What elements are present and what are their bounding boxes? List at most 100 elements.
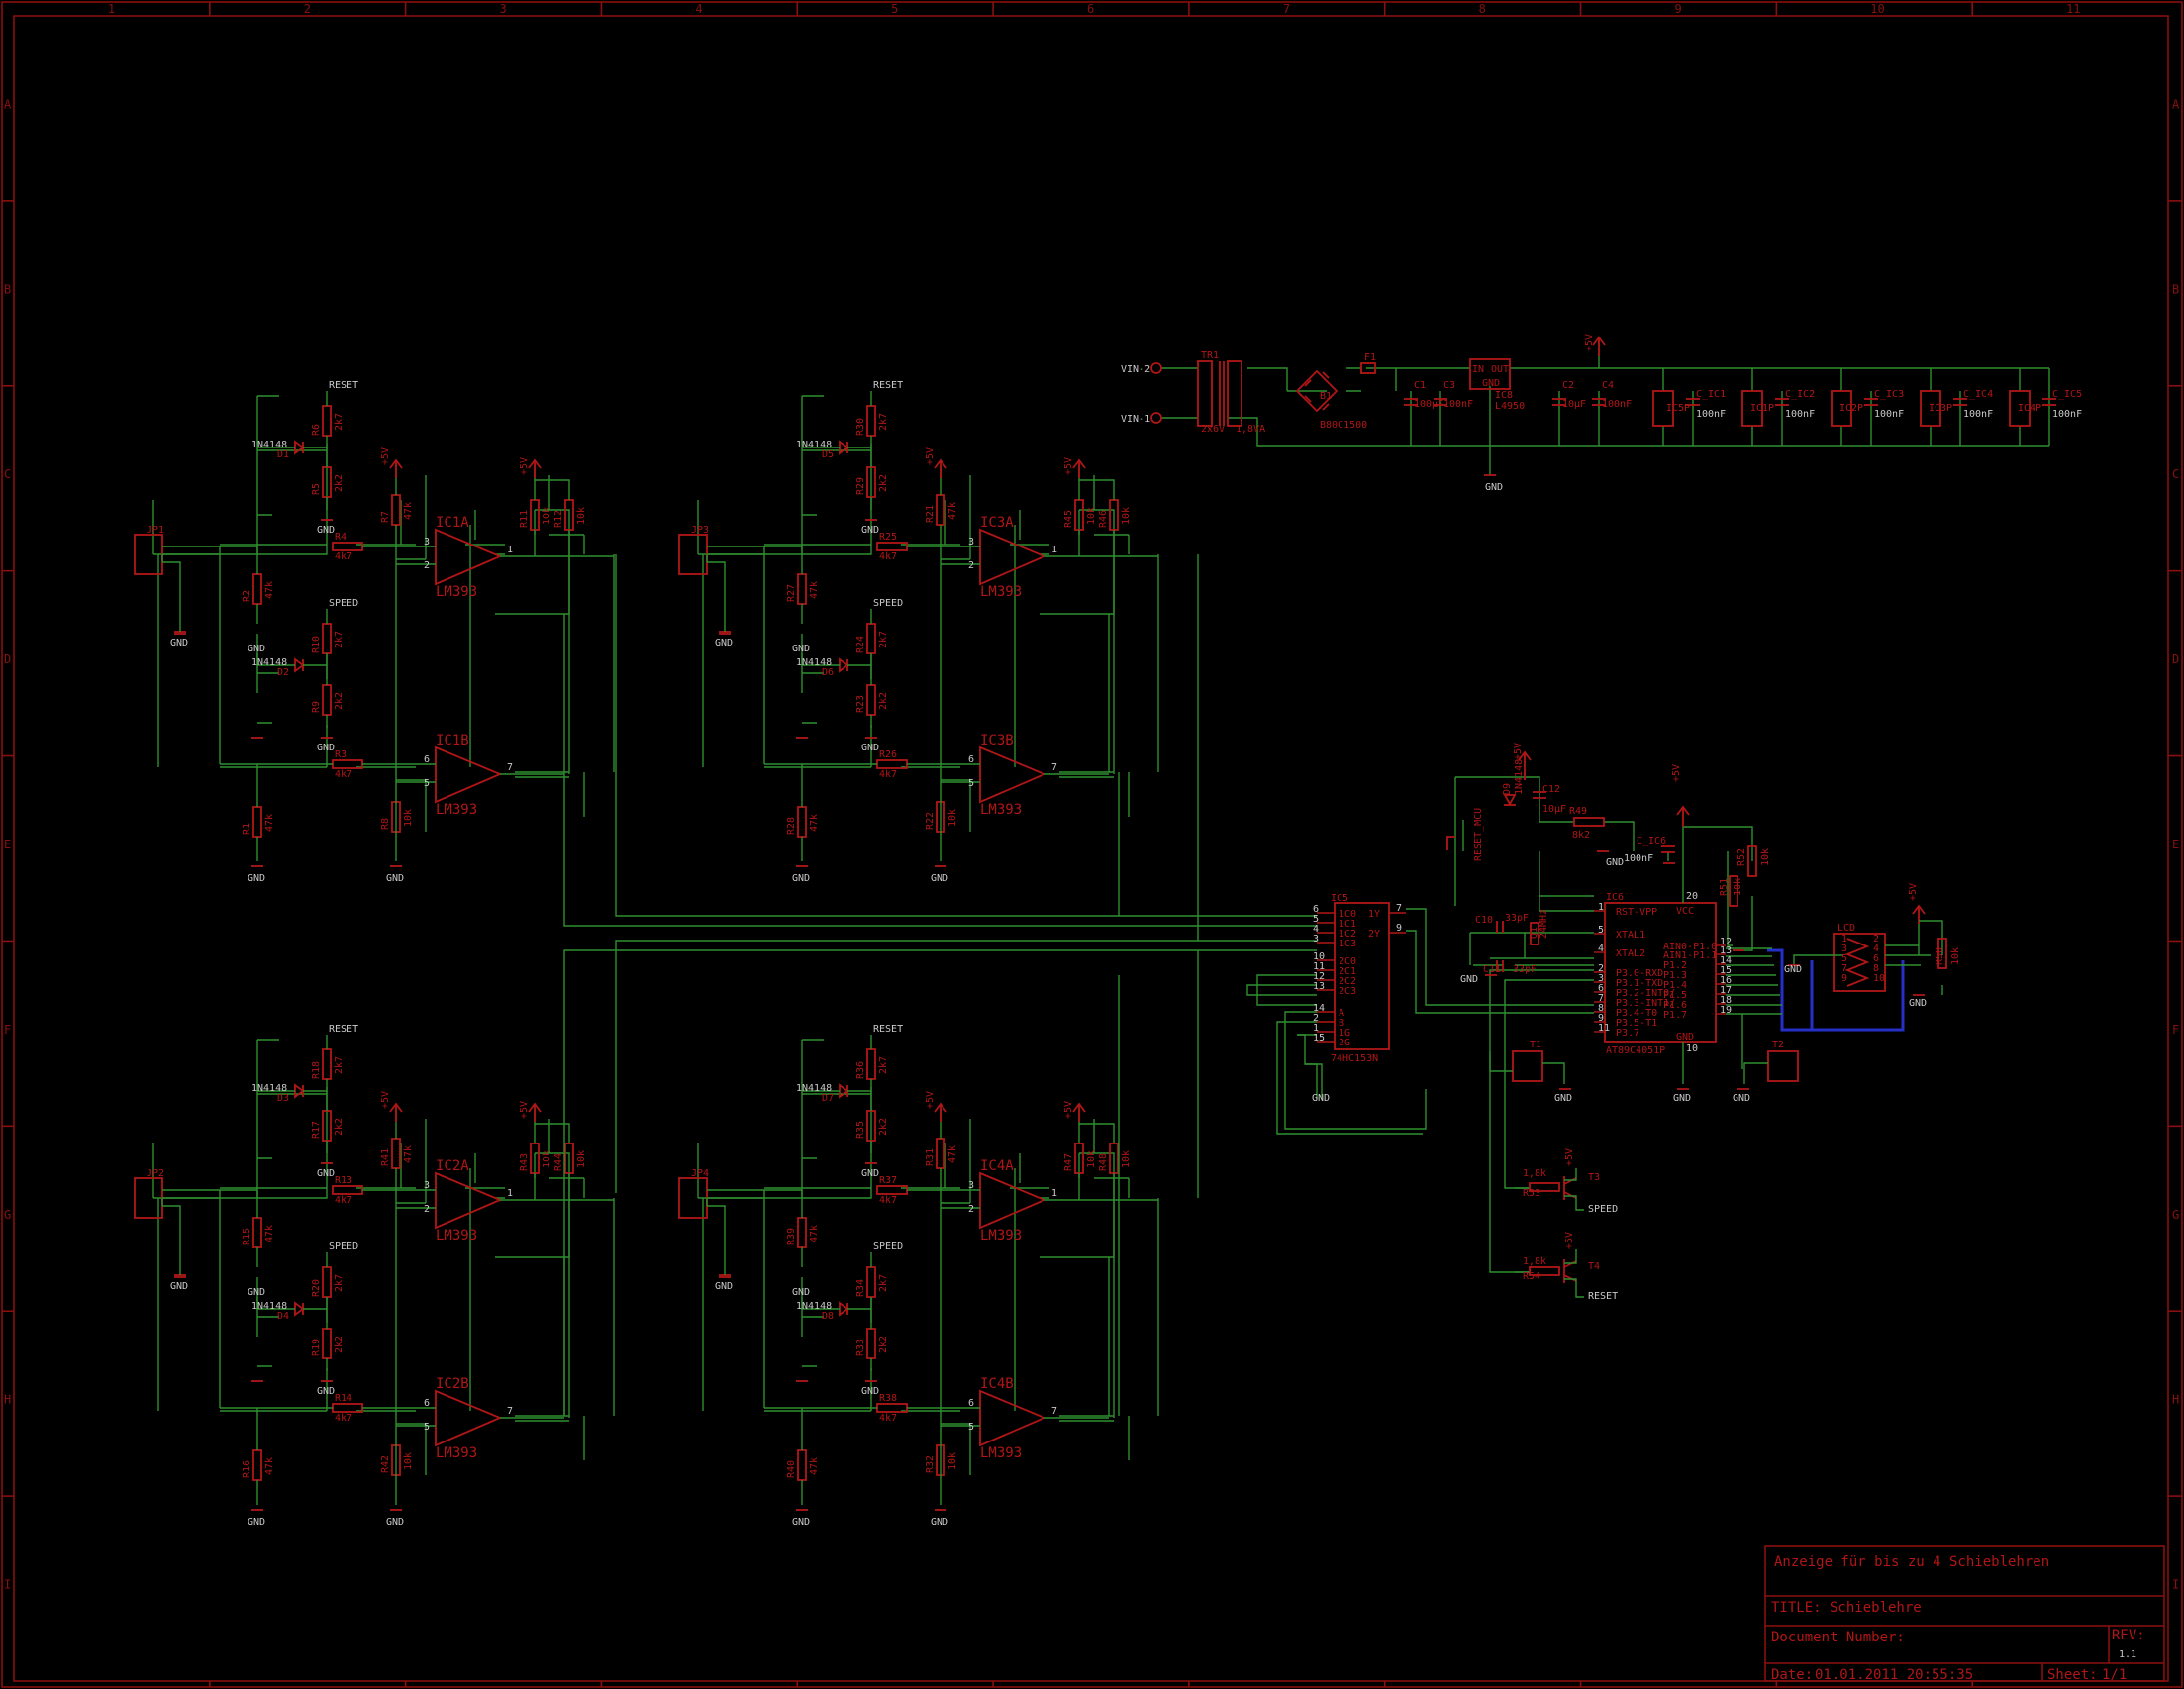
r54-label: R54 bbox=[1523, 1271, 1540, 1282]
comparator-b-value: LM393 bbox=[980, 1445, 1022, 1461]
row-marker: G bbox=[2172, 1208, 2179, 1222]
diode-speed-label: D2 bbox=[277, 667, 289, 678]
r-pu-a-value: 10k bbox=[542, 507, 552, 525]
column-marker: 3 bbox=[500, 2, 507, 16]
date-label: Date: bbox=[1771, 1667, 1813, 1683]
r-reset-bot: R35 bbox=[855, 1121, 866, 1139]
r-div-b: R16 bbox=[242, 1460, 252, 1478]
t3-label: T3 bbox=[1588, 1172, 1600, 1183]
comparator-b-label: IC2B bbox=[436, 1376, 469, 1392]
mcu-right-pin: AIN1-P1.1 bbox=[1663, 950, 1717, 961]
mux-output-number: 9 bbox=[1396, 923, 1402, 934]
r-reset-top-value: 2k7 bbox=[878, 1056, 889, 1074]
mux-pin-name: B bbox=[1339, 1018, 1344, 1029]
diode-speed-label: D6 bbox=[822, 667, 834, 678]
ic8-label: IC8 bbox=[1495, 390, 1513, 401]
r-pu-a: R11 bbox=[519, 510, 530, 528]
row-marker: H bbox=[4, 1393, 11, 1407]
t4-plus5: +5V bbox=[1564, 1232, 1575, 1249]
mux-output-number: 7 bbox=[1396, 903, 1402, 914]
plus5-ref: +5V bbox=[380, 447, 391, 465]
mcu-right-pin: P1.7 bbox=[1663, 1010, 1687, 1021]
r-ref: R21 bbox=[925, 505, 936, 523]
pin-3: 3 bbox=[424, 1180, 430, 1191]
b1-label: B1 bbox=[1320, 391, 1332, 402]
r-div-a-value: 47k bbox=[264, 581, 275, 599]
mux-pin-number: 2 bbox=[1313, 1013, 1319, 1024]
mux-pin-name: 1C2 bbox=[1339, 929, 1356, 940]
r-div-b-value: 47k bbox=[264, 814, 275, 832]
column-marker: 7 bbox=[1283, 2, 1290, 16]
mcu-right-pin: P1.3 bbox=[1663, 970, 1687, 981]
r-pu-a-value: 10k bbox=[542, 1150, 552, 1168]
mux-pin-number: 5 bbox=[1313, 914, 1319, 925]
title-value: Schieblehre bbox=[1830, 1600, 1922, 1616]
r-div-b-value: 47k bbox=[809, 814, 820, 832]
column-marker: 2 bbox=[304, 2, 311, 16]
gnd-reset: GND bbox=[861, 525, 879, 536]
row-marker: B bbox=[2172, 282, 2179, 296]
r49-value: 8k2 bbox=[1572, 830, 1590, 841]
row-marker: I bbox=[4, 1578, 11, 1592]
comparator-a-value: LM393 bbox=[980, 584, 1022, 600]
comparator-b-value: LM393 bbox=[980, 802, 1022, 818]
column-marker: 6 bbox=[1087, 2, 1094, 16]
pin-6: 6 bbox=[424, 754, 430, 765]
mcu-left-pin: P3.0-RXD bbox=[1616, 968, 1663, 979]
row-marker: A bbox=[4, 97, 12, 111]
c-ic5-label: C_IC5 bbox=[2052, 389, 2082, 400]
mcu-right-pin: P1.6 bbox=[1663, 1000, 1687, 1011]
r-reset-bot-value: 2k2 bbox=[878, 474, 889, 492]
rev-value: 1.1 bbox=[2119, 1649, 2136, 1660]
mcu-right-pin: P1.5 bbox=[1663, 990, 1687, 1001]
r-ref-value: 47k bbox=[947, 1145, 958, 1163]
mcu-gnd: GND bbox=[1676, 1032, 1694, 1043]
r53-label: R53 bbox=[1523, 1188, 1540, 1199]
r-in-a-value: 4k7 bbox=[879, 551, 897, 562]
r-pu-b-value: 10k bbox=[576, 1150, 587, 1168]
b1-value: B80C1500 bbox=[1320, 420, 1367, 431]
r52-label: R52 bbox=[1737, 848, 1747, 866]
lcd-pin: 6 bbox=[1873, 953, 1879, 964]
r-reset-top: R6 bbox=[311, 424, 322, 436]
r-ref-b-value: 10k bbox=[947, 809, 958, 827]
c12-label: C12 bbox=[1542, 784, 1560, 795]
r-pu-a: R47 bbox=[1063, 1153, 1074, 1171]
r-speed-top-value: 2k7 bbox=[878, 1274, 889, 1292]
gnd-div: GND bbox=[248, 873, 265, 884]
row-marker: D bbox=[4, 652, 11, 666]
r-ref-b: R22 bbox=[925, 812, 936, 830]
vin2-label: VIN-2 bbox=[1121, 364, 1150, 375]
mcu-left-pin-number: 6 bbox=[1598, 983, 1604, 994]
r51-label: R51 bbox=[1719, 878, 1730, 896]
r-speed-top-value: 2k7 bbox=[334, 631, 345, 648]
pin-1: 1 bbox=[1051, 1188, 1057, 1199]
d9-label: D9 bbox=[1502, 783, 1513, 795]
mux-pin-number: 10 bbox=[1313, 951, 1325, 962]
mcu-right-pin-number: 18 bbox=[1720, 995, 1732, 1006]
pin-2: 2 bbox=[968, 1204, 974, 1215]
r-speed-bot-value: 2k2 bbox=[878, 692, 889, 710]
speed-label: SPEED bbox=[329, 598, 358, 609]
c-ic1-value: 100nF bbox=[1696, 409, 1726, 420]
reset-mcu-label: RESET_MCU bbox=[1473, 808, 1484, 861]
mux-pin-number: 11 bbox=[1313, 961, 1325, 972]
c-ic3-label: C_IC3 bbox=[1874, 389, 1904, 400]
date-value: 01.01.2011 20:55:35 bbox=[1815, 1667, 1973, 1683]
r-speed-top-value: 2k7 bbox=[334, 1274, 345, 1292]
pin-5: 5 bbox=[424, 1422, 430, 1433]
pin-3: 3 bbox=[968, 537, 974, 547]
r-ref-b: R42 bbox=[380, 1455, 391, 1473]
comparator-a-value: LM393 bbox=[980, 1228, 1022, 1243]
comparator-b-label: IC3B bbox=[980, 733, 1014, 748]
c1-label: C1 bbox=[1414, 380, 1426, 391]
plus5-pu: +5V bbox=[519, 457, 530, 475]
mcu-left-pin-number: 9 bbox=[1598, 1013, 1604, 1024]
r-pu-a-value: 10k bbox=[1086, 507, 1097, 525]
r-pu-a: R45 bbox=[1063, 510, 1074, 528]
c12-value: 10µF bbox=[1542, 804, 1566, 815]
lcd-plus5: +5V bbox=[1908, 883, 1919, 901]
mcu-right-pin-number: 13 bbox=[1720, 945, 1732, 956]
gnd-speed: GND bbox=[861, 1386, 879, 1397]
